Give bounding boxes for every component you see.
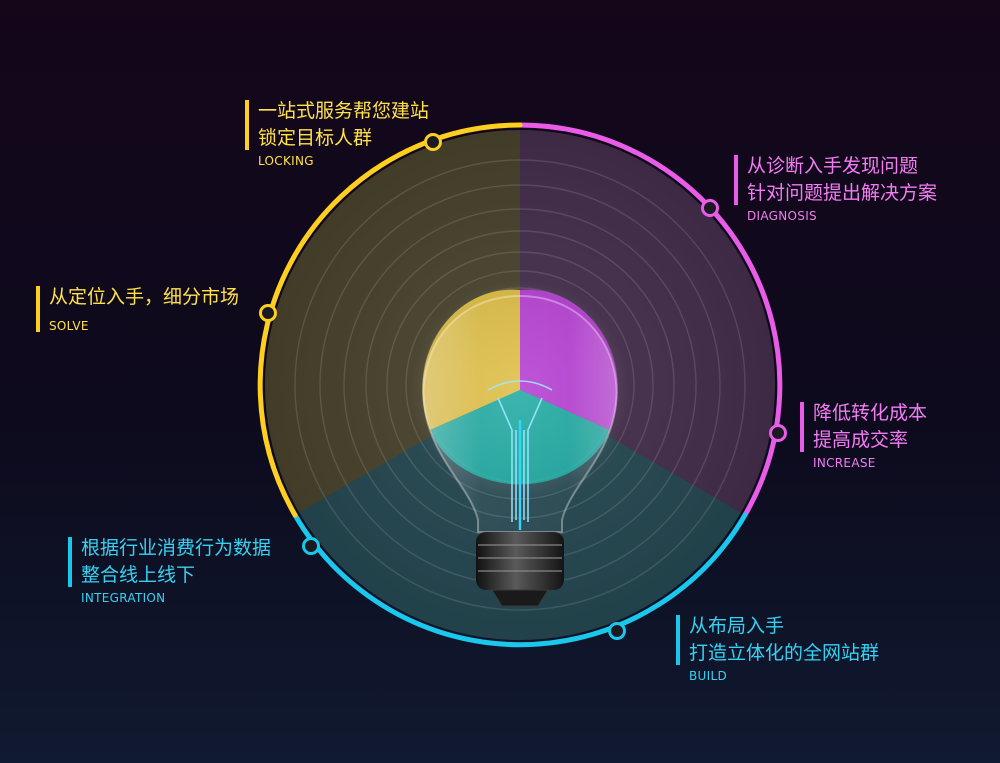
callout-line: 根据行业消费行为数据 — [81, 537, 272, 559]
light-bulb-icon — [410, 280, 630, 607]
callout-tag: BUILD — [689, 669, 727, 683]
callout-solve: 从定位入手，细分市场 SOLVE — [36, 284, 239, 333]
callout-tag: LOCKING — [258, 154, 314, 168]
callout-line: 从定位入手，细分市场 — [49, 286, 240, 308]
callout-integration: 根据行业消费行为数据 整合线上线下 INTEGRATION — [68, 535, 271, 605]
callout-tag: SOLVE — [49, 319, 89, 333]
accent-bar — [245, 100, 249, 150]
callout-line: 一站式服务帮您建站 — [258, 100, 430, 122]
ring-arc-cyan — [292, 512, 748, 648]
ring-nodes — [259, 133, 787, 640]
ring-node-icon — [302, 537, 320, 555]
ring-node-icon — [259, 304, 277, 322]
callout-line: 提高成交率 — [813, 429, 909, 451]
accent-bar — [676, 615, 680, 665]
accent-bar — [734, 155, 738, 205]
callout-line: 打造立体化的全网站群 — [689, 642, 880, 664]
callout-build: 从布局入手 打造立体化的全网站群 BUILD — [676, 613, 879, 683]
ring-node-icon — [608, 622, 626, 640]
callout-tag: INCREASE — [813, 456, 876, 470]
ring-node-icon — [769, 424, 787, 442]
ring-node-icon — [701, 199, 719, 217]
callout-line: 针对问题提出解决方案 — [747, 182, 938, 204]
callout-line: 从布局入手 — [689, 615, 785, 637]
ring-node-icon — [424, 133, 442, 151]
callout-line: 整合线上线下 — [81, 564, 196, 586]
accent-bar — [36, 286, 40, 332]
accent-bar — [68, 537, 72, 587]
callout-tag: DIAGNOSIS — [747, 209, 817, 223]
accent-bar — [800, 402, 804, 452]
callout-tag: INTEGRATION — [81, 591, 166, 605]
callout-line: 降低转化成本 — [813, 402, 928, 424]
callout-line: 从诊断入手发现问题 — [747, 155, 919, 177]
callout-line: 锁定目标人群 — [258, 127, 373, 149]
callout-locking: 一站式服务帮您建站 锁定目标人群 LOCKING — [245, 98, 429, 168]
callout-diagnosis: 从诊断入手发现问题 针对问题提出解决方案 DIAGNOSIS — [734, 153, 937, 223]
callout-increase: 降低转化成本 提高成交率 INCREASE — [800, 400, 927, 470]
